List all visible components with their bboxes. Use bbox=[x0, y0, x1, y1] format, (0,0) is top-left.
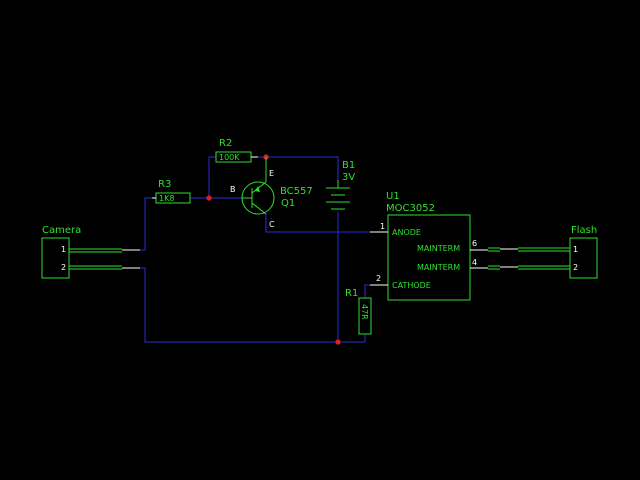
wire-cathode-r1 bbox=[364, 284, 388, 298]
r3-value-label: 1K8 bbox=[159, 194, 174, 203]
q1-ref-label: Q1 bbox=[281, 198, 295, 209]
r2-ref-label: R2 bbox=[219, 138, 232, 149]
u1-cathode-label: CATHODE bbox=[392, 281, 431, 290]
u1-mainterm-4-label: MAINTERM bbox=[417, 263, 460, 272]
camera-pin-2-label: 2 bbox=[61, 263, 66, 272]
wire-camera2-ground bbox=[140, 267, 366, 343]
wires bbox=[140, 156, 388, 343]
wire-collector-anode bbox=[265, 214, 388, 233]
flash-pin-2-label: 2 bbox=[573, 263, 578, 272]
u1-body bbox=[387, 214, 471, 301]
camera-connector: Camera 1 2 bbox=[41, 225, 140, 279]
r3-ref-label: R3 bbox=[158, 179, 171, 190]
q1-pin-c-label: C bbox=[269, 220, 275, 229]
u1-pin-4-label: 4 bbox=[472, 258, 477, 267]
flash-connector: Flash 1 2 bbox=[569, 225, 598, 279]
junction-dot bbox=[206, 195, 212, 201]
resistor-r3: R3 1K8 bbox=[152, 179, 191, 204]
u1-mainterm-6-label: MAINTERM bbox=[417, 244, 460, 253]
q1-collector-diag bbox=[251, 202, 267, 215]
b1-value-label: 3V bbox=[342, 172, 355, 183]
resistor-r1: R1 47R bbox=[345, 288, 372, 335]
wire-emitter-battery bbox=[266, 156, 339, 180]
u1-pin-6-label: 6 bbox=[472, 239, 477, 248]
battery-b1: B1 3V bbox=[326, 160, 355, 210]
r1-ref-label: R1 bbox=[345, 288, 358, 299]
junction-dot bbox=[335, 339, 341, 345]
u1-ref-label: U1 bbox=[386, 191, 400, 202]
camera-pin-1-label: 1 bbox=[61, 245, 66, 254]
wire-camera1-r3 bbox=[140, 197, 152, 251]
q1-pin-e-label: E bbox=[269, 169, 274, 178]
u1-part-label: MOC3052 bbox=[386, 203, 435, 214]
flash-pin-1-label: 1 bbox=[573, 245, 578, 254]
r2-value-label: 100K bbox=[219, 153, 240, 162]
optocoupler-u1: U1 MOC3052 1 ANODE 2 CATHODE MAINTERM MA… bbox=[370, 191, 488, 301]
camera-connector-body bbox=[41, 237, 70, 279]
wire-base-r2 bbox=[208, 156, 216, 198]
u1-pin-1-label: 1 bbox=[380, 222, 385, 231]
camera-label: Camera bbox=[42, 225, 81, 236]
output-leads bbox=[488, 247, 570, 270]
r1-value-label: 47R bbox=[360, 304, 369, 320]
q1-emitter-arrow bbox=[255, 186, 260, 192]
q1-part-label: BC557 bbox=[280, 186, 313, 197]
r1-body bbox=[358, 297, 372, 335]
flash-connector-body bbox=[569, 237, 598, 279]
transistor-q1: B E C BC557 Q1 bbox=[230, 157, 313, 229]
flash-label: Flash bbox=[571, 225, 597, 236]
u1-pin-2-label: 2 bbox=[376, 274, 381, 283]
u1-anode-label: ANODE bbox=[392, 228, 421, 237]
q1-pin-b-label: B bbox=[230, 185, 236, 194]
resistor-r2: R2 100K bbox=[215, 138, 258, 163]
q1-emitter-diag bbox=[251, 181, 267, 194]
b1-ref-label: B1 bbox=[342, 160, 355, 171]
